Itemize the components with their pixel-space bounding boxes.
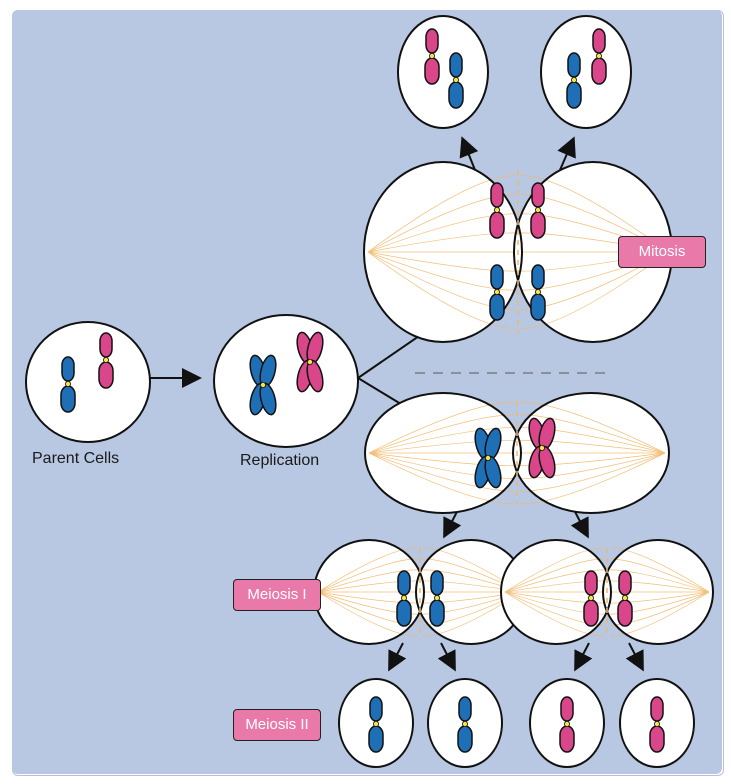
arrow-mitosis-left: [459, 136, 479, 171]
meiosis2-cell-2: [427, 678, 503, 768]
meiosis2-cell-3: [529, 678, 605, 768]
mitosis-dividing-cell: [363, 161, 673, 343]
badge-meiosis-ii: Meiosis II: [233, 709, 321, 741]
arrow-m2-a: [388, 642, 407, 672]
mitosis-daughter-left: [397, 15, 489, 129]
mitosis-daughter-right: [540, 15, 632, 129]
arrow-m2-d: [625, 642, 644, 672]
meiosis-dividing-cell: [364, 392, 670, 514]
meiosis1-cell-right: [500, 539, 714, 645]
badge-mitosis: Mitosis: [618, 236, 706, 268]
parent-cell: [25, 321, 151, 443]
arrow-m2-c: [574, 642, 593, 672]
label-parent-cells: Parent Cells: [32, 450, 120, 467]
arrow-m2-b: [437, 642, 456, 672]
badge-meiosis-i: Meiosis I: [233, 579, 321, 611]
arrow-mitosis-right: [557, 136, 576, 171]
replication-cell: [213, 314, 359, 448]
meiosis2-cell-4: [619, 678, 695, 768]
meiosis2-cell-1: [338, 678, 414, 768]
label-replication: Replication: [240, 452, 320, 469]
meiosis1-cell-left: [313, 539, 527, 645]
